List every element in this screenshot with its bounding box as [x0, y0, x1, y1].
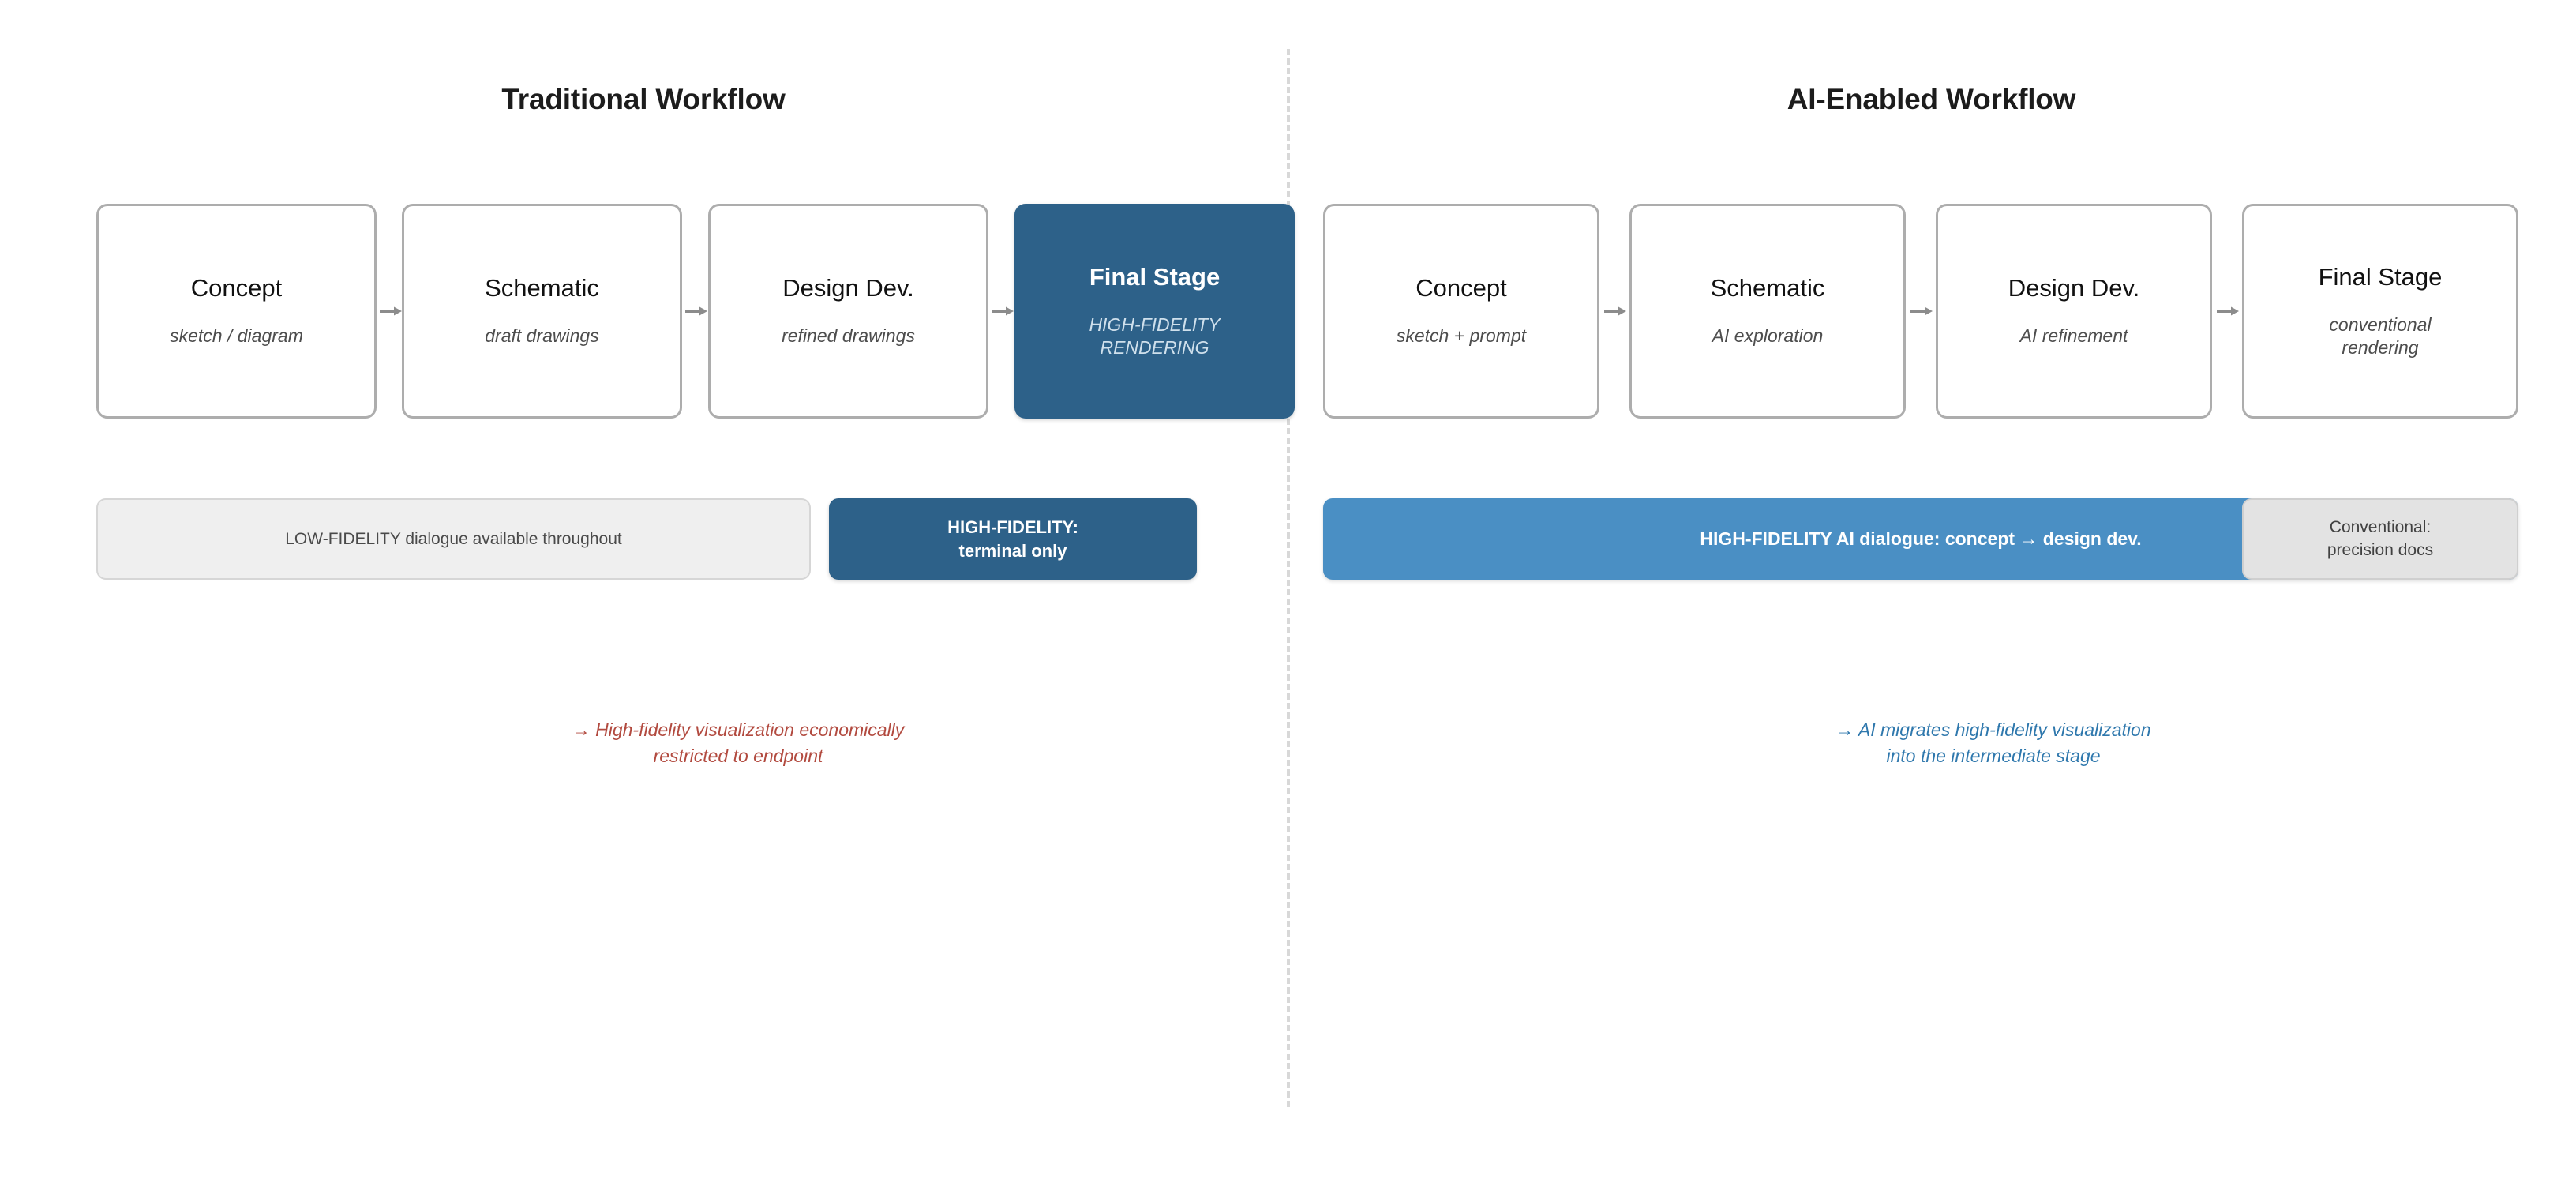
flow-arrow-icon: [2217, 306, 2239, 317]
stage-title: Final Stage: [2318, 262, 2443, 291]
flow-arrow-icon: [685, 306, 707, 317]
stage-box-ai-final-stage[interactable]: Final Stage conventional rendering: [2242, 204, 2518, 419]
stage-subtitle: sketch + prompt: [1396, 325, 1527, 347]
flow-arrow-icon: [992, 306, 1014, 317]
stage-title: Design Dev.: [782, 274, 914, 302]
fidelity-bar-label: HIGH-FIDELITY AI dialogue: concept → des…: [1700, 528, 2142, 549]
fidelity-bar-low-fidelity[interactable]: LOW-FIDELITY dialogue available througho…: [96, 498, 811, 580]
stage-title: Final Stage: [1089, 262, 1221, 291]
stage-box-ai-design-dev[interactable]: Design Dev. AI refinement: [1936, 204, 2212, 419]
caption-traditional: → High-fidelity visualization economical…: [572, 719, 905, 767]
stage-subtitle: AI exploration: [1712, 325, 1824, 347]
stage-subtitle: sketch / diagram: [170, 325, 303, 347]
stage-box-ai-concept[interactable]: Concept sketch + prompt: [1323, 204, 1599, 419]
fidelity-bar-high-fidelity-terminal[interactable]: HIGH-FIDELITY: terminal only: [829, 498, 1197, 580]
stage-box-traditional-design-dev[interactable]: Design Dev. refined drawings: [708, 204, 988, 419]
fidelity-bar-label: LOW-FIDELITY dialogue available througho…: [285, 529, 622, 548]
stage-box-ai-schematic[interactable]: Schematic AI exploration: [1629, 204, 1906, 419]
stage-box-traditional-final-stage[interactable]: Final Stage HIGH-FIDELITY RENDERING: [1014, 204, 1295, 419]
page-title-traditional: Traditional Workflow: [501, 83, 786, 115]
stage-subtitle: conventional rendering: [2329, 314, 2432, 358]
flow-arrow-icon: [1604, 306, 1626, 317]
panel-divider: [1287, 49, 1290, 1107]
flow-arrow-icon: [380, 306, 402, 317]
stage-subtitle: AI refinement: [2019, 325, 2128, 347]
fidelity-bar-conventional-precision-docs[interactable]: Conventional: precision docs: [2242, 498, 2518, 580]
stage-title: Design Dev.: [2008, 274, 2140, 302]
flow-arrow-icon: [1910, 306, 1933, 317]
fidelity-bar-label: Conventional: precision docs: [2327, 518, 2434, 559]
stage-subtitle: draft drawings: [485, 325, 599, 347]
stage-title: Schematic: [485, 274, 599, 302]
stage-subtitle: HIGH-FIDELITY RENDERING: [1089, 314, 1221, 358]
stage-title: Concept: [1415, 274, 1507, 302]
stage-title: Concept: [190, 274, 283, 302]
fidelity-bar-label: HIGH-FIDELITY: terminal only: [947, 517, 1078, 561]
stage-box-traditional-concept[interactable]: Concept sketch / diagram: [96, 204, 377, 419]
page-title-ai-enabled: AI-Enabled Workflow: [1787, 83, 2076, 115]
caption-ai-enabled: → AI migrates high-fidelity visualizatio…: [1835, 719, 2151, 767]
stage-subtitle: refined drawings: [782, 325, 915, 347]
stage-title: Schematic: [1710, 274, 1825, 302]
stage-box-traditional-schematic[interactable]: Schematic draft drawings: [402, 204, 682, 419]
